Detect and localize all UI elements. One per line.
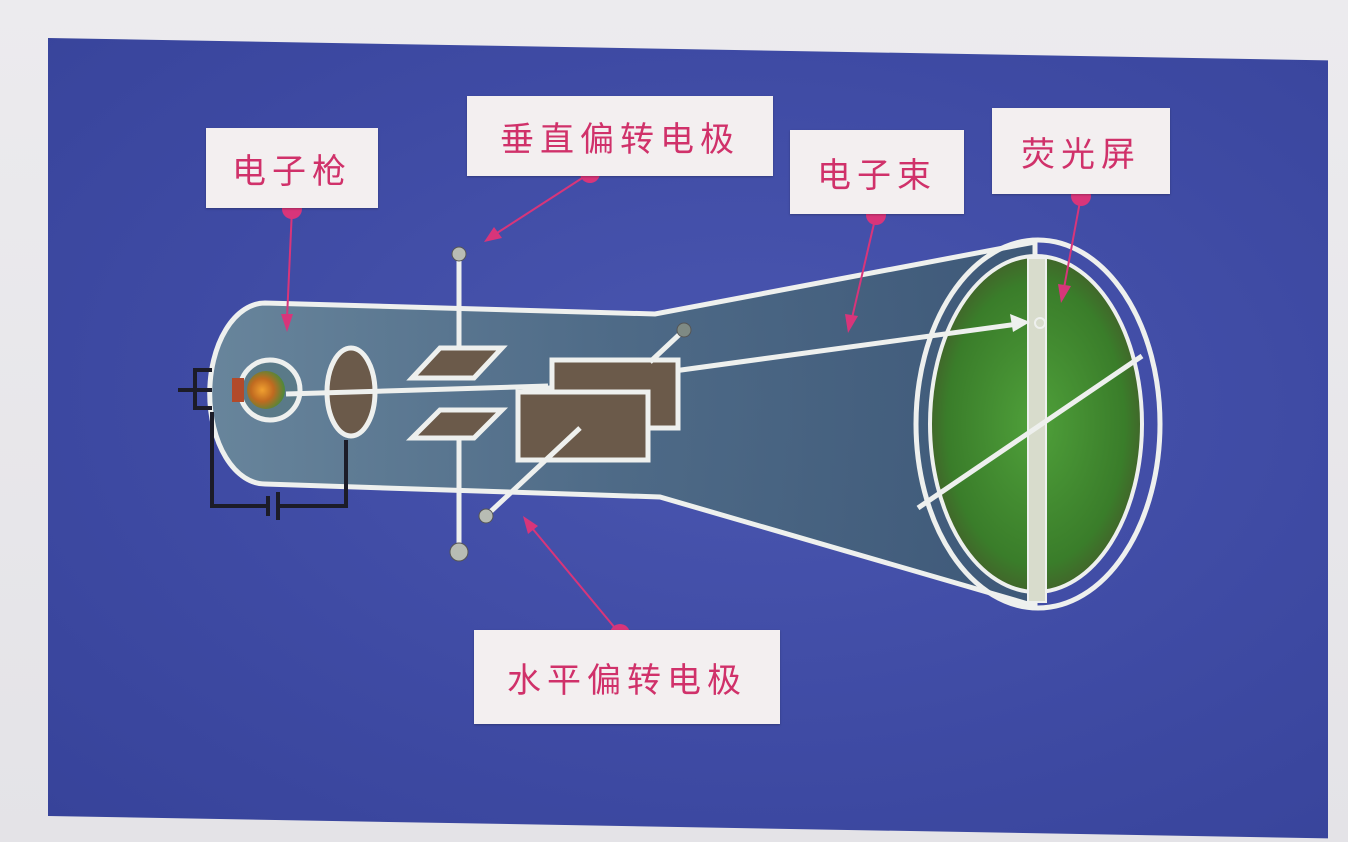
horizontal-plate-back-terminal bbox=[676, 322, 692, 338]
horizontal-plate-front-lead bbox=[486, 426, 582, 516]
screen-outer-rim bbox=[913, 237, 1163, 611]
vertical-plate-top-terminal bbox=[451, 246, 467, 262]
label-fluorescent-screen: 荧光屏 bbox=[992, 108, 1170, 194]
gun-heater bbox=[232, 378, 244, 402]
horizontal-plate-back-lead bbox=[648, 330, 684, 364]
vertical-plate-upper bbox=[406, 345, 508, 381]
beam-center bbox=[285, 383, 549, 397]
gun-wiring bbox=[178, 368, 348, 520]
pointer-horizontal-deflection bbox=[523, 516, 630, 644]
beam-spot bbox=[1034, 317, 1046, 329]
horizontal-plate-front bbox=[515, 389, 651, 463]
label-electron-gun: 电子枪 bbox=[206, 128, 378, 208]
vertical-plate-lower bbox=[405, 407, 509, 441]
label-horizontal-deflection: 水平偏转电极 bbox=[474, 630, 780, 724]
screen-diagonal-axis bbox=[916, 353, 1144, 511]
beam-arrowhead bbox=[1010, 314, 1030, 332]
vertical-plate-bottom-terminal bbox=[449, 542, 469, 562]
label-electron-beam: 电子束 bbox=[790, 130, 964, 214]
electron-gun-cathode bbox=[247, 371, 285, 409]
label-vertical-deflection: 垂直偏转电极 bbox=[467, 96, 773, 176]
horizontal-plate-front-terminal bbox=[478, 508, 494, 524]
